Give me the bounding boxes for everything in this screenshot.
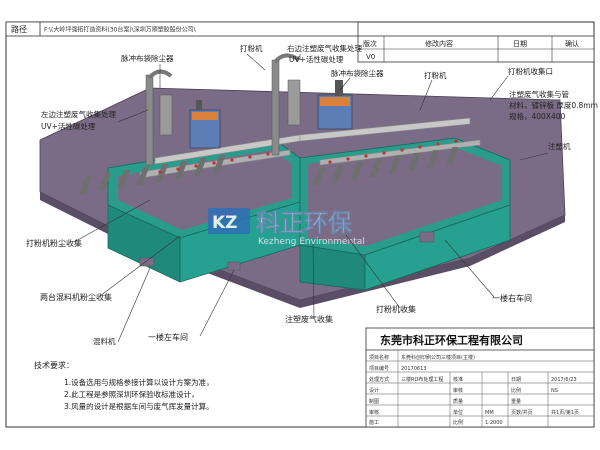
right-door xyxy=(419,231,435,243)
rev-col-version: 版次 xyxy=(363,39,377,48)
rev-col-confirm: 确认 xyxy=(565,39,579,48)
callout-pulse-dust-right: 脉冲布袋除尘器 xyxy=(331,68,384,78)
callout-powder-collection: 打粉机收集 xyxy=(376,304,416,314)
tb-label-5: 审核 xyxy=(369,409,379,416)
tb-mid-label-4: 质量 xyxy=(453,398,463,405)
callout-right-injection-exhaust: 右边注塑废气收集处理 xyxy=(287,43,362,53)
callout-duct-spec-1: 注塑废气收集与管 xyxy=(509,89,569,99)
title-block: 东莞市科正环保工程有限公司 项目名称 东莞科创印刷公司三楼项目(主楼) 项目编号… xyxy=(365,327,595,428)
callout-duct-spec-2: 材料，镀锌板 厚度0.8mm xyxy=(509,100,598,110)
watermark: KZ 科正环保 Kezheng Environmental xyxy=(208,208,365,247)
company-name: 东莞市科正环保工程有限公司 xyxy=(380,333,523,347)
note-1: 1.设备选用与规格参接计算以设计方案为准， xyxy=(64,377,214,387)
tb-right-value-3: NS xyxy=(551,388,558,394)
tb-value-0: 东莞科创印刷公司三楼项目(主楼) xyxy=(401,354,475,361)
tb-label-1: 项目编号 xyxy=(369,365,389,372)
tb-right-value-2: 2017/6/23 xyxy=(551,377,577,383)
tb-label-0: 项目名称 xyxy=(369,354,389,361)
tb-mid-label-6: 比例 xyxy=(453,419,463,426)
note-2: 2.此工程是参照深圳环保验收标准设计， xyxy=(64,389,199,399)
callout-injection-machine: 注塑机 xyxy=(548,141,571,151)
callout-first-floor-right: 一楼右车间 xyxy=(492,293,532,303)
path-strip: 路径 F:\(大岭坪强拓打造资料(30台案)\深圳万顺塑胶股份公司\ xyxy=(5,21,359,37)
injection-machine-row-right xyxy=(312,147,459,186)
plant-floor-plan xyxy=(39,53,566,308)
red-nozzle-row xyxy=(158,139,458,174)
path-label: 路径 xyxy=(11,24,27,34)
note-3: 3.风量的设计是根据车间与废气挥发量计算。 xyxy=(64,401,214,411)
tb-mid-label-5: 单位 xyxy=(453,409,463,416)
tb-mid-value-5: MM xyxy=(485,410,494,416)
callout-powder-machine-right: 打粉机 xyxy=(424,70,447,80)
right-side-wall xyxy=(364,204,511,291)
watermark-en: Kezheng Environmental xyxy=(258,237,365,247)
tb-label-4: 制图 xyxy=(369,398,379,405)
tb-right-label-5: 页数/共页 xyxy=(511,409,533,416)
injection-machine-row-left xyxy=(79,155,226,194)
tb-label-2: 处理方式 xyxy=(369,376,389,383)
tb-right-label-4: 重量 xyxy=(511,398,521,405)
callout-powder-machine-top: 打粉机 xyxy=(240,43,263,53)
floor-edge xyxy=(40,192,300,308)
rev-col-date: 日期 xyxy=(513,40,527,48)
left-door xyxy=(227,261,241,271)
tb-mid-value-6: 1:2000 xyxy=(485,420,503,426)
callout-first-floor-left: 一楼左车间 xyxy=(148,332,188,342)
tb-mid-label-2: 核准 xyxy=(453,376,463,383)
tb-label-6: 施工 xyxy=(369,419,379,426)
rev-row-version: V0 xyxy=(366,53,375,61)
notes-title: 技术要求： xyxy=(34,360,74,370)
callout-duct-spec-3: 规格，400X400 xyxy=(509,111,565,121)
path-value: F:\(大岭坪强拓打造资料(30台案)\深圳万顺塑胶股份公司\ xyxy=(44,26,197,34)
callout-mixer-dust-collection: 两台混料机粉尘收集 xyxy=(40,292,112,302)
revision-table: 版次 修改内容 日期 确认 V0 xyxy=(357,35,595,63)
callout-texts: 脉冲布袋除尘器 打粉机 右边注塑废气收集处理 UV+活性碳处理 脉冲布袋除尘器 … xyxy=(26,43,598,346)
watermark-logo-box xyxy=(208,208,250,234)
right-exhaust-equipment xyxy=(271,53,353,156)
tb-right-label-3: 比例 xyxy=(511,387,521,394)
callout-left-injection-exhaust: 左边注塑废气收集处理 xyxy=(41,109,116,119)
tb-value-2: 三楼RO布处理工程 xyxy=(401,376,443,383)
left-exhaust-equipment xyxy=(145,69,221,166)
callout-uv-carbon-right: UV+活性碳处理 xyxy=(289,54,344,64)
watermark-logo: KZ xyxy=(212,213,238,233)
callout-powder-collection-port: 打粉机收集口 xyxy=(508,66,553,76)
mixer-unit xyxy=(139,257,155,267)
rev-col-modify: 修改内容 xyxy=(425,39,453,48)
tb-label-3: 设计 xyxy=(369,387,379,394)
watermark-cn: 科正环保 xyxy=(256,209,353,237)
callout-powder-dust-collection: 打粉机粉尘收集 xyxy=(26,238,82,248)
callout-uv-carbon-left: UV+活性碳处理 xyxy=(41,121,96,131)
tb-value-1: 20170613 xyxy=(401,366,426,372)
tb-right-value-5: 共1页/第1页 xyxy=(551,409,579,416)
callout-mixer: 混料机 xyxy=(93,336,116,346)
technical-notes: 技术要求： 1.设备选用与规格参接计算以设计方案为准， 2.此工程是参照深圳环保… xyxy=(34,360,214,411)
tb-mid-label-3: 审核 xyxy=(453,387,463,394)
callouts xyxy=(73,53,549,343)
tb-right-label-2: 日期 xyxy=(511,377,521,383)
callout-pulse-dust-left: 脉冲布袋除尘器 xyxy=(121,53,174,63)
callout-injection-exhaust-collection: 注塑废气收集 xyxy=(285,314,333,324)
